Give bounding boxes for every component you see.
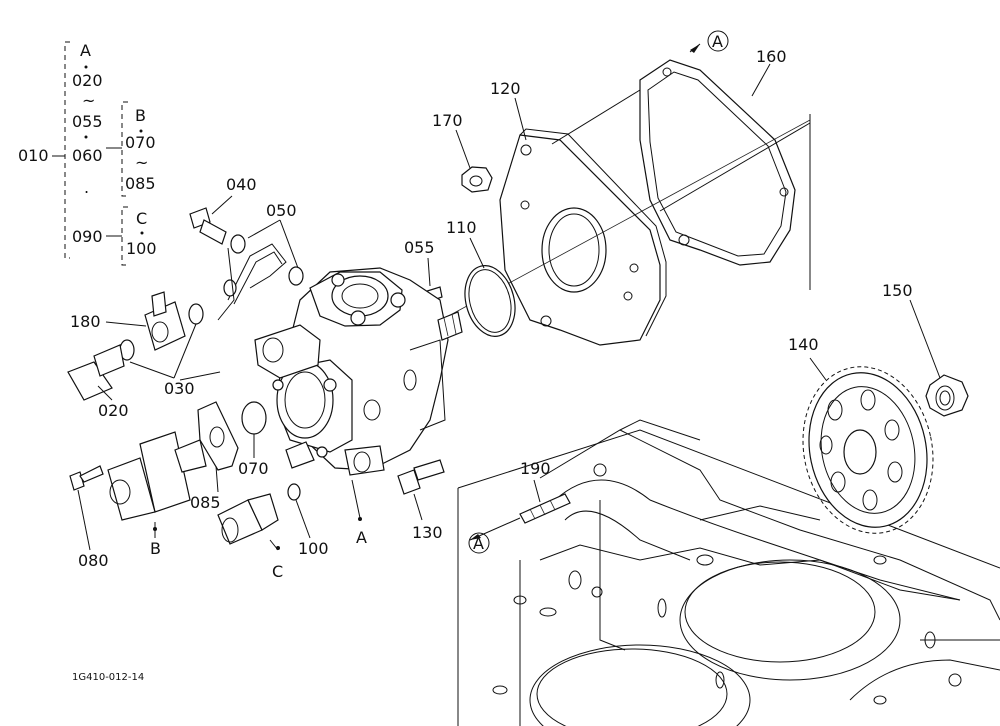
sensor-c bbox=[217, 493, 279, 545]
callout-150: 150 bbox=[882, 281, 913, 300]
callout-020: 020 bbox=[98, 401, 129, 420]
circle-a-top: A bbox=[712, 32, 723, 51]
circle-a-marker-top bbox=[707, 30, 729, 52]
circle-a-marker-bottom bbox=[468, 532, 490, 554]
label-group-a: A bbox=[80, 41, 91, 60]
washer-050-a bbox=[230, 234, 246, 254]
banjo-fitting-180 bbox=[144, 291, 186, 351]
callout-050: 050 bbox=[266, 201, 297, 220]
callout-040: 040 bbox=[226, 175, 257, 194]
screw-080 bbox=[69, 465, 104, 491]
stud-bolt-190 bbox=[469, 493, 571, 541]
callout-080: 080 bbox=[78, 551, 109, 570]
tag-c: C bbox=[272, 562, 283, 581]
tilde-a: ~ bbox=[82, 91, 95, 110]
suction-control-valve bbox=[107, 431, 207, 521]
label-group-b: B bbox=[135, 106, 146, 125]
tag-b: B bbox=[150, 539, 161, 558]
label-090: 090 bbox=[72, 227, 103, 246]
nut-170 bbox=[461, 166, 493, 193]
bolt-130 bbox=[397, 459, 445, 495]
washer-050-b bbox=[288, 266, 304, 286]
circle-a-bottom: A bbox=[473, 534, 484, 553]
tilde-b: ~ bbox=[135, 153, 148, 172]
label-100-bracket: 100 bbox=[126, 239, 157, 258]
label-010: 010 bbox=[18, 146, 49, 165]
label-070: 070 bbox=[125, 133, 156, 152]
callout-030: 030 bbox=[164, 379, 195, 398]
label-060: 060 bbox=[72, 146, 103, 165]
reference-code: 1G410-012-14 bbox=[72, 672, 144, 683]
part-callouts: 040 050 055 110 120 160 170 150 140 180 … bbox=[70, 30, 913, 581]
callout-120: 120 bbox=[490, 79, 521, 98]
fuel-pump-assembly bbox=[254, 267, 463, 476]
pump-flange-120 bbox=[499, 128, 667, 346]
callout-110: 110 bbox=[446, 218, 477, 237]
callout-160: 160 bbox=[756, 47, 787, 66]
gear-nut-150 bbox=[925, 374, 969, 417]
callout-100: 100 bbox=[298, 539, 329, 558]
dot-separator: . bbox=[84, 178, 89, 197]
o-ring-110 bbox=[464, 265, 516, 337]
label-085: 085 bbox=[125, 174, 156, 193]
plug-bolt-020 bbox=[67, 344, 125, 401]
leader-gasket-right bbox=[659, 122, 811, 212]
callout-130: 130 bbox=[412, 523, 443, 542]
callout-140: 140 bbox=[788, 335, 819, 354]
callout-085: 085 bbox=[190, 493, 221, 512]
callout-180: 180 bbox=[70, 312, 101, 331]
callout-070: 070 bbox=[238, 459, 269, 478]
callout-170: 170 bbox=[432, 111, 463, 130]
part-group-bracket: 010 A 020 ~ 055 060 . B 070 ~ 085 C 090 … bbox=[18, 41, 157, 266]
banjo-bolt-040 bbox=[189, 207, 227, 245]
o-ring-070 bbox=[241, 401, 267, 435]
gasket-160 bbox=[639, 59, 796, 266]
label-020: 020 bbox=[72, 71, 103, 90]
o-ring-100 bbox=[287, 483, 301, 501]
leader-gasket bbox=[551, 89, 641, 145]
drive-gear-140 bbox=[802, 366, 934, 534]
washer-030-a bbox=[188, 303, 204, 325]
label-055: 055 bbox=[72, 112, 103, 131]
label-group-c: C bbox=[136, 209, 147, 228]
callout-190: 190 bbox=[520, 459, 551, 478]
callout-055: 055 bbox=[404, 238, 435, 257]
tag-a: A bbox=[356, 528, 367, 547]
